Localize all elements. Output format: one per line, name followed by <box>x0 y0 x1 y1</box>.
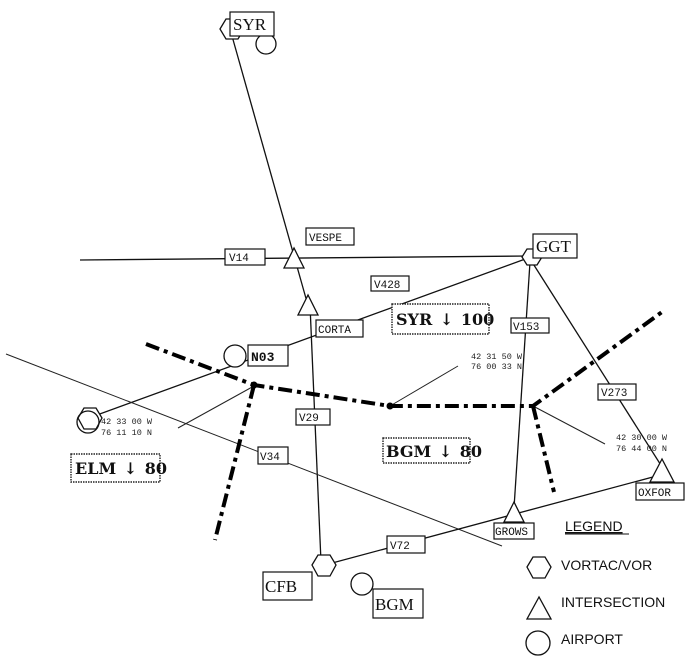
svg-text:42 31 50 W: 42 31 50 W <box>471 352 523 362</box>
navaid-syr[interactable]: SYR <box>219 11 277 55</box>
intersections: VESPE CORTA GROWS OXFOR <box>282 227 685 540</box>
coord-elm: 42 33 00 W 76 11 10 N <box>101 417 153 438</box>
airway-label-v14: V14 <box>224 248 266 266</box>
svg-text:BGM ↓ 80: BGM ↓ 80 <box>386 442 482 461</box>
airport-icon <box>76 410 100 434</box>
intersection-icon <box>296 293 320 316</box>
svg-text:42 33 00 W: 42 33 00 W <box>101 417 153 427</box>
airport-n03[interactable]: N03 <box>223 344 289 368</box>
airport-icon <box>525 630 551 656</box>
svg-text:OXFOR: OXFOR <box>638 488 671 500</box>
intersection-oxfor[interactable]: OXFOR <box>635 457 685 501</box>
svg-text:ELM ↓ 80: ELM ↓ 80 <box>75 459 167 478</box>
boundary-east <box>531 405 556 493</box>
route-v273 <box>531 261 665 471</box>
boundary-lines <box>145 310 664 541</box>
svg-text:76 44 00 N: 76 44 00 N <box>616 444 667 454</box>
route-v428 <box>85 257 529 420</box>
boundary-west <box>213 384 256 541</box>
svg-text:VORTAC/VOR: VORTAC/VOR <box>561 557 652 573</box>
route-v34 <box>5 353 503 547</box>
intersection-corta[interactable]: CORTA <box>296 293 364 338</box>
airport-icon <box>223 344 247 368</box>
svg-text:SYR ↓ 100: SYR ↓ 100 <box>396 310 494 329</box>
navaid-ggt[interactable]: GGT <box>521 233 578 266</box>
svg-text:V273: V273 <box>601 388 627 400</box>
coord-center: 42 31 50 W 76 00 33 N <box>471 352 523 372</box>
intersection-icon <box>648 457 676 483</box>
svg-text:76 11 10 N: 76 11 10 N <box>101 428 152 438</box>
svg-text:42 30 00 W: 42 30 00 W <box>616 433 668 443</box>
svg-text:INTERSECTION: INTERSECTION <box>561 594 665 610</box>
route-v72 <box>320 473 665 567</box>
vortac-icon <box>526 556 552 579</box>
boundary-junction-west <box>250 381 258 389</box>
route-v153 <box>513 261 531 509</box>
legend-item-intersection: INTERSECTION <box>525 594 665 620</box>
airway-label-v153: V153 <box>510 317 550 334</box>
intersection-icon <box>525 595 553 620</box>
mea-boxes: SYR ↓ 100 ELM ↓ 80 BGM ↓ 80 <box>70 303 494 483</box>
legend-item-vortac: VORTAC/VOR <box>526 556 652 579</box>
intersection-icon <box>282 246 306 269</box>
intersection-vespe[interactable]: VESPE <box>282 227 355 269</box>
airport-icon <box>350 572 374 596</box>
intersection-icon <box>502 500 526 523</box>
airport-bgm[interactable]: BGM <box>350 572 424 619</box>
navaid-elm[interactable] <box>76 407 103 434</box>
svg-text:CFB: CFB <box>265 577 297 596</box>
navaids: SYR GGT CFB <box>76 11 578 601</box>
legend-item-airport: AIRPORT <box>525 630 623 656</box>
leader-center-coord <box>389 365 459 407</box>
airway-label-v34: V34 <box>257 446 289 465</box>
svg-text:76 00 33 N: 76 00 33 N <box>471 362 522 372</box>
svg-text:V72: V72 <box>390 541 410 553</box>
mea-box-elm: ELM ↓ 80 <box>70 453 167 483</box>
vortac-icon <box>311 554 337 577</box>
svg-text:GGT: GGT <box>536 237 572 256</box>
navaid-cfb[interactable]: CFB <box>262 554 337 601</box>
svg-text:N03: N03 <box>251 350 275 365</box>
legend: LEGEND VORTAC/VOR INTERSECTION AIRPORT <box>525 518 665 656</box>
svg-text:V14: V14 <box>229 253 249 265</box>
svg-text:AIRPORT: AIRPORT <box>561 631 623 647</box>
airway-lines <box>5 35 665 567</box>
svg-text:CORTA: CORTA <box>318 325 351 337</box>
svg-text:V153: V153 <box>513 322 539 334</box>
svg-text:GROWS: GROWS <box>495 527 528 539</box>
svg-text:V428: V428 <box>374 280 400 292</box>
svg-text:V34: V34 <box>260 452 280 464</box>
mea-box-syr: SYR ↓ 100 <box>391 303 494 335</box>
airway-label-v273: V273 <box>597 383 637 401</box>
coordinates: 42 33 00 W 76 11 10 N 42 31 50 W 76 00 3… <box>101 352 668 454</box>
mea-box-bgm: BGM ↓ 80 <box>382 437 482 464</box>
vortac-icon <box>77 407 103 430</box>
intersection-grows[interactable]: GROWS <box>493 500 535 540</box>
airway-label-v428: V428 <box>370 275 410 292</box>
route-v14 <box>79 255 529 261</box>
boundary-junction-center <box>386 402 394 410</box>
airport-icon <box>255 33 277 55</box>
svg-text:V29: V29 <box>299 413 319 425</box>
svg-text:SYR: SYR <box>233 15 267 34</box>
airway-label-v29: V29 <box>295 408 331 426</box>
svg-text:VESPE: VESPE <box>309 233 342 245</box>
coord-oxfor: 42 30 00 W 76 44 00 N <box>616 433 668 454</box>
leader-elm-coord <box>177 385 255 429</box>
airway-label-v72: V72 <box>386 535 426 554</box>
leader-oxfor-coord <box>532 405 606 445</box>
svg-text:BGM: BGM <box>375 595 414 614</box>
route-v29 <box>309 304 322 563</box>
airway-labels: V14 V428 V153 V273 V29 V34 V72 <box>224 248 637 554</box>
airports: N03 BGM <box>223 344 424 619</box>
legend-title: LEGEND <box>565 518 623 534</box>
